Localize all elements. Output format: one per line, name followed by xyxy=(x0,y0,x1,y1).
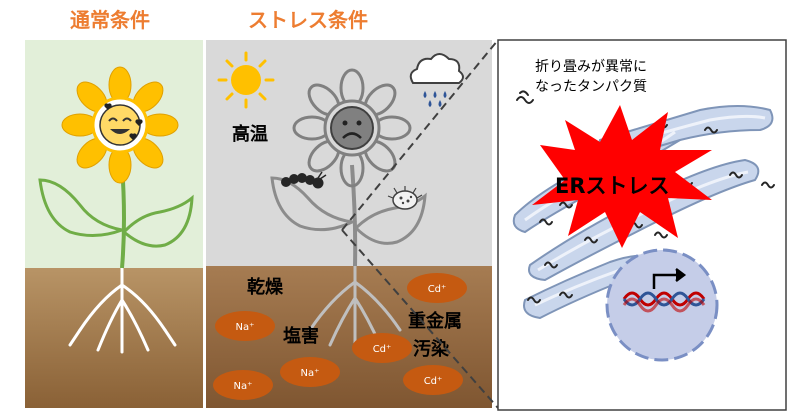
dna-icon xyxy=(622,291,706,313)
ion-particle xyxy=(352,333,412,363)
ion-particle xyxy=(403,365,463,395)
normal-panel xyxy=(25,40,203,408)
label-metal-line2: 汚染 xyxy=(413,339,450,360)
ion-particle xyxy=(213,370,273,400)
normal-soil xyxy=(25,268,203,408)
misfolded-label-line2: なったタンパク質 xyxy=(535,79,647,95)
heading-stress: ストレス条件 xyxy=(248,8,368,32)
stress-sunflower xyxy=(292,68,412,188)
er-stress-burst xyxy=(532,105,712,248)
fungus-spore-icon xyxy=(387,186,423,210)
normal-sunflower xyxy=(61,66,179,184)
er-stress-label: ERストレス xyxy=(555,174,670,198)
stress-leaf-right xyxy=(353,192,427,245)
label-metal-line1: 重金属 xyxy=(408,310,462,332)
stress-panel: Na⁺ Na⁺ Na⁺ Cd⁺ Cd⁺ Cd⁺ 高温 乾燥 塩害 重金属 汚染 xyxy=(206,40,492,408)
misfolded-protein-icon xyxy=(516,90,775,304)
label-drought: 乾燥 xyxy=(247,276,284,298)
ion-label: Na⁺ xyxy=(236,322,255,333)
sun-icon xyxy=(217,51,275,109)
ion-particle xyxy=(407,273,467,303)
cell-panel: ERストレス 折り畳みが異常に なったタンパク質 xyxy=(497,39,787,411)
sad-face-icon xyxy=(330,106,374,150)
ion-label: Na⁺ xyxy=(301,368,320,379)
ion-label: Na⁺ xyxy=(234,381,253,392)
misfolded-label-line1: 折り畳みが異常に xyxy=(535,59,647,75)
ion-particle xyxy=(280,357,340,387)
rain-cloud-icon xyxy=(409,53,464,107)
arrow-icon xyxy=(652,268,687,289)
caterpillar-icon xyxy=(281,171,327,189)
nucleus xyxy=(605,248,719,362)
ion-particle xyxy=(215,311,275,341)
zoom-guide-lines xyxy=(341,39,499,409)
ion-label: Cd⁺ xyxy=(428,284,447,295)
ion-label: Cd⁺ xyxy=(373,344,392,355)
stress-roots xyxy=(308,264,402,347)
ion-label: Cd⁺ xyxy=(424,376,443,387)
label-heat: 高温 xyxy=(232,123,268,145)
heading-normal: 通常条件 xyxy=(70,8,150,32)
normal-leaf-right xyxy=(121,194,194,248)
label-salt: 塩害 xyxy=(283,325,319,347)
normal-leaf-left xyxy=(38,178,128,237)
happy-face-icon xyxy=(99,103,143,146)
ion-particles xyxy=(213,273,467,400)
stress-leaf-left xyxy=(270,176,358,232)
normal-roots xyxy=(68,266,177,354)
